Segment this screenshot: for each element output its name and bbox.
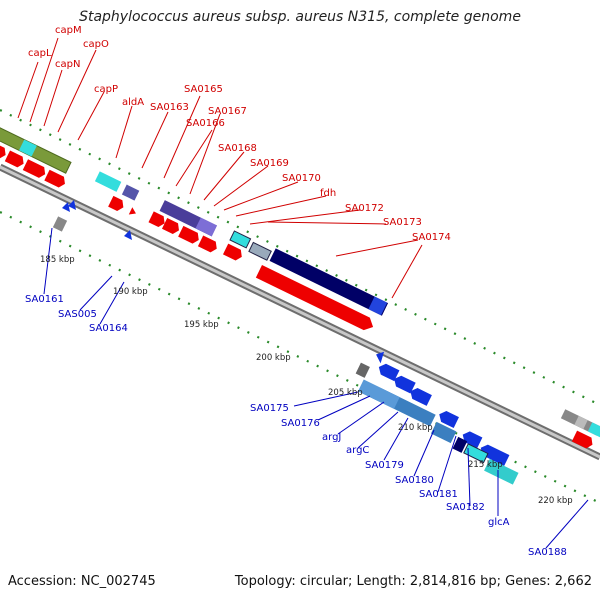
gene-label-argC: argC bbox=[346, 445, 369, 456]
cap-operon-block bbox=[0, 126, 72, 188]
accession-label: Accession: NC_002745 bbox=[8, 574, 156, 589]
scale-label-200: 200 kbp bbox=[256, 353, 291, 363]
map-title: Staphylococcus aureus subsp. aureus N315… bbox=[79, 9, 521, 25]
scale-label-220: 220 kbp bbox=[538, 496, 573, 506]
gene-label-capO: capO bbox=[83, 39, 109, 50]
gene-label-capP: capP bbox=[94, 84, 118, 95]
scale-labels: 185 kbp 190 kbp 195 kbp 200 kbp 205 kbp … bbox=[40, 255, 573, 506]
scale-label-215: 215 kbp bbox=[468, 460, 503, 470]
gene-label-aldA: aldA bbox=[122, 97, 144, 108]
gene-label-SAS005: SAS005 bbox=[58, 309, 97, 320]
scale-label-185: 185 kbp bbox=[40, 255, 75, 265]
gene-label-glcA: glcA bbox=[488, 517, 510, 528]
SA0165-block bbox=[148, 200, 217, 253]
SA0174-block bbox=[255, 248, 389, 331]
gene-label-SA0180: SA0180 bbox=[395, 475, 434, 486]
aldA-block bbox=[94, 171, 140, 215]
gene-label-SA0181: SA0181 bbox=[419, 489, 458, 500]
genome-backbone bbox=[0, 163, 600, 461]
gene-label-SA0188: SA0188 bbox=[528, 547, 567, 558]
SAS005-gene bbox=[62, 202, 70, 212]
gene-label-capL: capL bbox=[28, 48, 52, 59]
gene-label-SA0170: SA0170 bbox=[282, 173, 321, 184]
genome-summary: Topology: circular; Length: 2,814,816 bp… bbox=[234, 574, 592, 589]
gene-label-SA0179: SA0179 bbox=[365, 460, 404, 471]
right-edge-block bbox=[560, 409, 600, 449]
gene-label-capM: capM bbox=[55, 25, 82, 36]
fdh-block bbox=[222, 230, 272, 261]
reverse-leader-lines bbox=[43, 227, 589, 549]
gene-label-argJ: argJ bbox=[322, 432, 341, 443]
gene-label-SA0169: SA0169 bbox=[250, 158, 289, 169]
reverse-gene-labels: SA0161 SAS005 SA0164 SA0175 SA0176 argJ … bbox=[25, 294, 567, 558]
scale-label-190: 190 kbp bbox=[113, 287, 148, 297]
reverse-strand-features bbox=[52, 200, 519, 485]
gene-label-fdh: fdh bbox=[320, 188, 336, 199]
SA0164-gene bbox=[124, 230, 132, 240]
gene-label-SA0174: SA0174 bbox=[412, 232, 451, 243]
gene-label-SA0182: SA0182 bbox=[446, 502, 485, 513]
arg-operon-block bbox=[355, 351, 519, 485]
gene-label-capN: capN bbox=[55, 59, 80, 70]
gene-label-SA0175: SA0175 bbox=[250, 403, 289, 414]
gene-label-SA0172: SA0172 bbox=[345, 203, 384, 214]
gene-label-SA0167: SA0167 bbox=[208, 106, 247, 117]
gene-label-SA0164: SA0164 bbox=[89, 323, 128, 334]
gene-label-SA0176: SA0176 bbox=[281, 418, 320, 429]
inner-tick-ring bbox=[0, 211, 600, 504]
gene-label-SA0173: SA0173 bbox=[383, 217, 422, 228]
scale-label-205: 205 kbp bbox=[328, 388, 363, 398]
outer-tick-ring bbox=[0, 109, 600, 406]
scale-label-210: 210 kbp bbox=[398, 423, 433, 433]
gene-label-SA0163: SA0163 bbox=[150, 102, 189, 113]
SA0161-gene bbox=[52, 216, 68, 232]
forward-leader-lines bbox=[17, 37, 423, 299]
gene-label-SA0166: SA0166 bbox=[186, 118, 225, 129]
gene-label-SA0161: SA0161 bbox=[25, 294, 64, 305]
forward-strand-features bbox=[0, 126, 600, 449]
gene-label-SA0168: SA0168 bbox=[218, 143, 257, 154]
gene-label-SA0165: SA0165 bbox=[184, 84, 223, 95]
forward-gene-labels: capM capL capO capN capP aldA SA0163 SA0… bbox=[28, 25, 451, 243]
scale-label-195: 195 kbp bbox=[184, 320, 219, 330]
